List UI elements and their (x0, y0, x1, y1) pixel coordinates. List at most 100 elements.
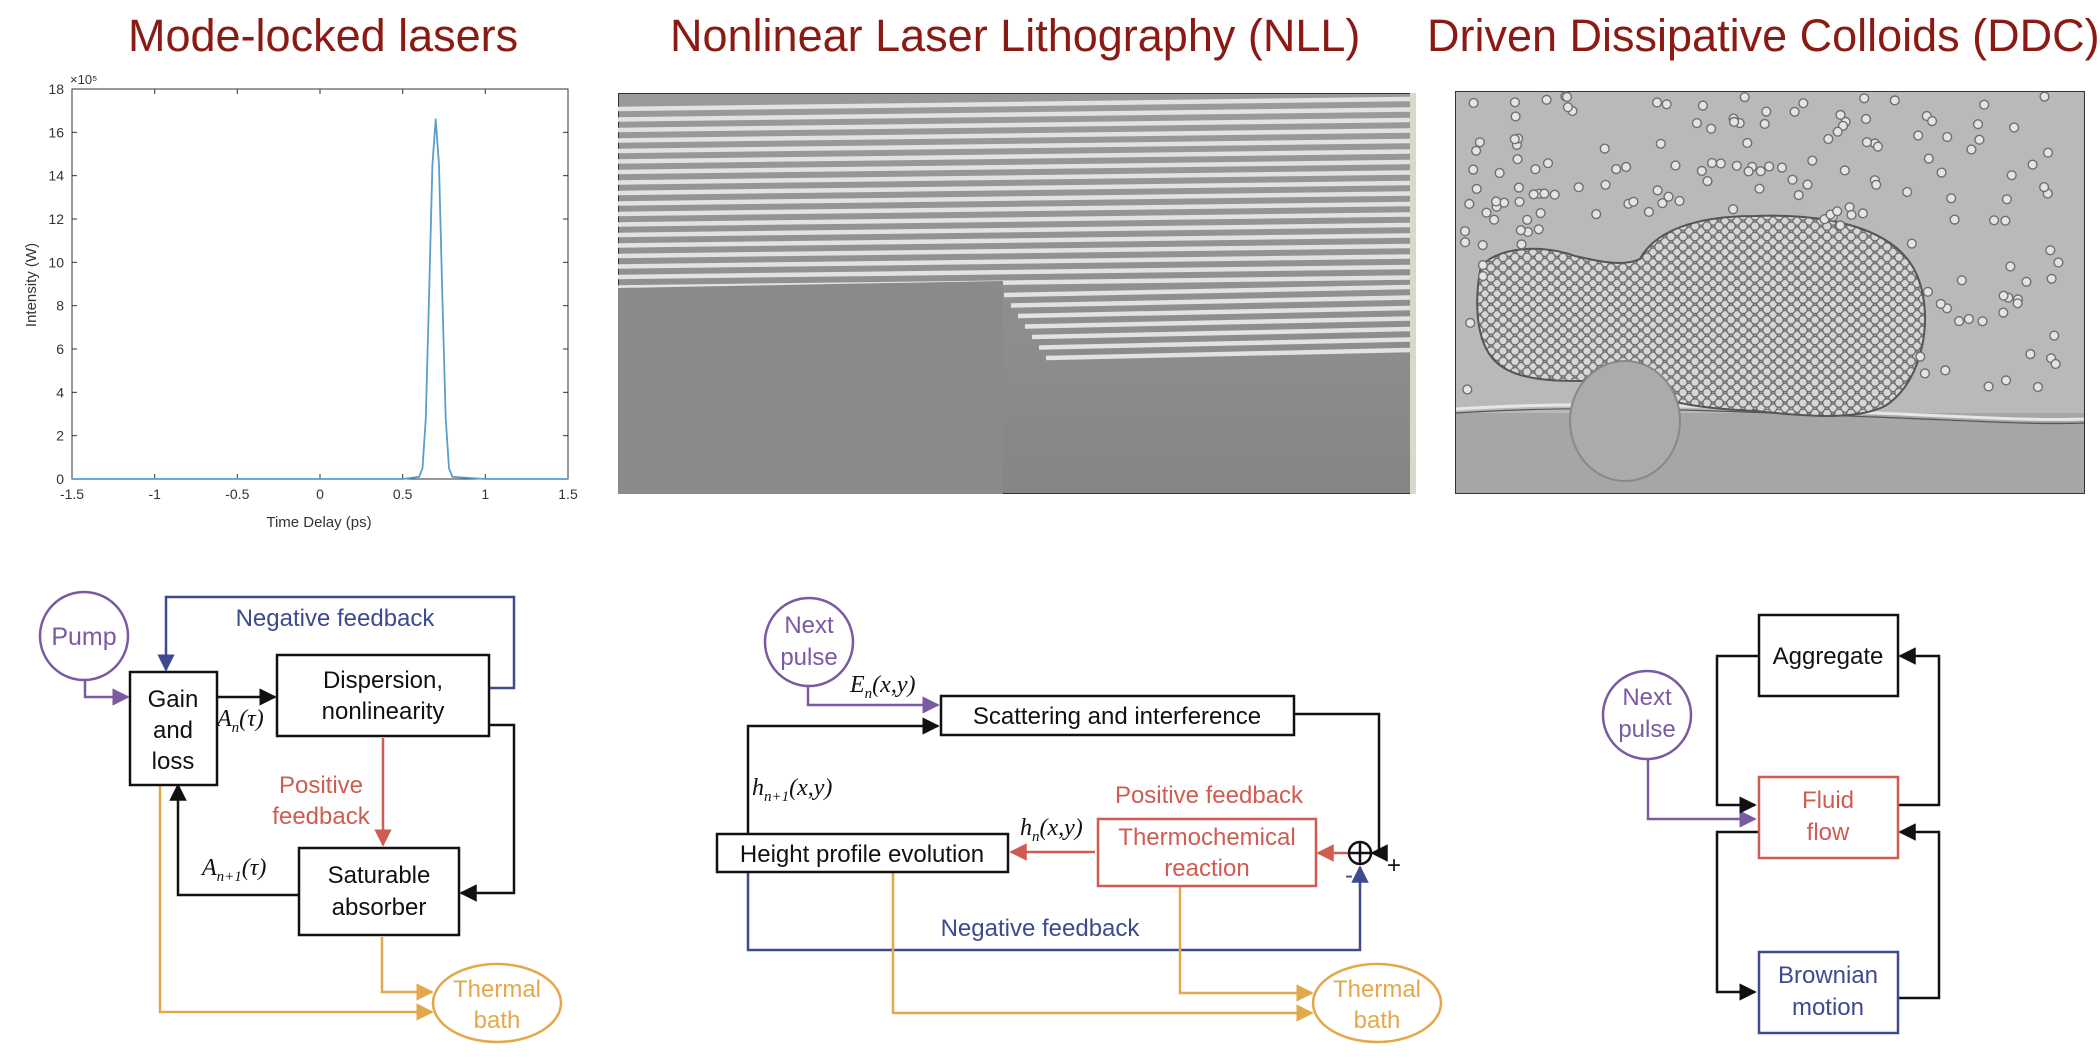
colloid (1846, 209, 1857, 221)
stripe (618, 201, 1411, 217)
colloid (1798, 98, 1809, 109)
diagram-mode-locked: Pump Gain and loss Dispersion, nonlinear… (38, 590, 563, 1044)
edge-negative-feedback (157, 595, 516, 690)
node-dispersion (275, 653, 491, 738)
colloid (1802, 179, 1813, 190)
sum-plus: + (1387, 852, 1401, 879)
node-aggregate (1757, 613, 1900, 698)
colloid (1471, 145, 1482, 156)
node-thermal-left-label-2: bath (474, 1007, 521, 1034)
colloid (1509, 97, 1521, 108)
colloid (2042, 147, 2054, 158)
colloid (1923, 153, 1934, 164)
colloid (2021, 276, 2032, 287)
colloid (1591, 208, 1602, 220)
colloid (1922, 286, 1934, 297)
stripe (618, 117, 1411, 133)
colloid (1611, 163, 1622, 175)
colloid (2049, 330, 2060, 341)
colloid (1906, 238, 1917, 249)
colloid (1755, 166, 1766, 177)
colloid (2012, 298, 2023, 309)
node-next-pulse-center-label-1: Next (784, 612, 834, 639)
colloid (1652, 185, 1663, 196)
colloid (1573, 182, 1584, 193)
colloid (1474, 137, 1486, 148)
edge-height-thermal (891, 870, 1314, 1022)
colloid (1706, 123, 1717, 134)
colloid (1490, 196, 1502, 207)
colloid (2008, 122, 2020, 133)
chart-ytick-label: 6 (56, 341, 64, 357)
chart-xtick-label: -1 (148, 486, 161, 502)
colloid (1655, 138, 1666, 149)
colloid (1927, 116, 1938, 127)
chart-ytick-label: 10 (48, 254, 64, 270)
colloid (1919, 368, 1931, 379)
colloid (1539, 188, 1550, 199)
node-fluid-label-1: Fluid (1802, 787, 1854, 814)
node-pump-label: Pump (51, 623, 116, 651)
colloid (2000, 375, 2012, 386)
node-thermal-bath-center (1311, 962, 1443, 1044)
stripe (618, 222, 1411, 238)
colloid (2000, 215, 2011, 226)
colloid (1600, 179, 1611, 190)
colloid (1742, 137, 1753, 149)
chart-ytick-label: 16 (48, 124, 64, 140)
colloid (1621, 161, 1632, 173)
colloid (2039, 91, 2050, 102)
colloid (1696, 165, 1707, 177)
stripe (1003, 284, 1411, 298)
chart-xlabel: Time Delay (ps) (266, 514, 371, 531)
colloid (1652, 97, 1663, 108)
colloid (1494, 167, 1505, 179)
colloid (1462, 384, 1473, 395)
stripe (1024, 316, 1411, 329)
colloid (1674, 195, 1685, 207)
colloid (1942, 131, 1953, 143)
colloid (1488, 214, 1500, 225)
stripe (1017, 305, 1411, 319)
colloid (1787, 174, 1798, 185)
node-saturable-label-2: absorber (332, 894, 427, 921)
colloid (2045, 245, 2056, 256)
chart-ylabel: Intensity (W) (23, 243, 40, 327)
colloid (1889, 95, 1900, 106)
node-scattering-label: Scattering and interference (973, 703, 1261, 730)
colloid (1628, 196, 1639, 207)
stripe (618, 233, 1411, 248)
colloid (1729, 116, 1740, 128)
chart-xtick-label: 1.5 (558, 486, 578, 502)
periodic-stripes-full (618, 96, 1411, 494)
nll-micrograph (618, 93, 1416, 494)
colloid (2006, 170, 2017, 181)
edge-saturable-gain (169, 783, 298, 897)
node-dispersion-label-2: nonlinearity (322, 698, 445, 725)
colloid (1972, 119, 1984, 130)
colloid (1861, 137, 1873, 148)
chart-ytick-label: 8 (56, 298, 64, 314)
chart-y-exponent: ×10⁵ (70, 72, 97, 87)
node-fluid-label-2: flow (1807, 819, 1850, 846)
stripe (618, 170, 1411, 185)
colloid (1739, 91, 1750, 103)
edge-brownian-fluid (1898, 823, 1941, 1000)
unpatterned-region (618, 281, 1003, 494)
colloid (2001, 194, 2013, 205)
colloid (1477, 271, 1489, 282)
node-height-profile (715, 832, 1010, 874)
node-pump (38, 590, 130, 682)
colloid (1468, 97, 1479, 109)
diagram-ddc: Next pulse Aggregate Fluid flow Brownian… (1601, 613, 1941, 1035)
chart-frame (71, 88, 569, 480)
bubble (1569, 360, 1681, 482)
colloid (1764, 161, 1775, 172)
colloid (1956, 275, 1967, 286)
colloid (1872, 141, 1884, 152)
colloid (1670, 160, 1681, 171)
sum-minus: - (1345, 862, 1353, 889)
label-an-tau: An(τ) (215, 706, 264, 736)
colloid (1902, 186, 1913, 198)
